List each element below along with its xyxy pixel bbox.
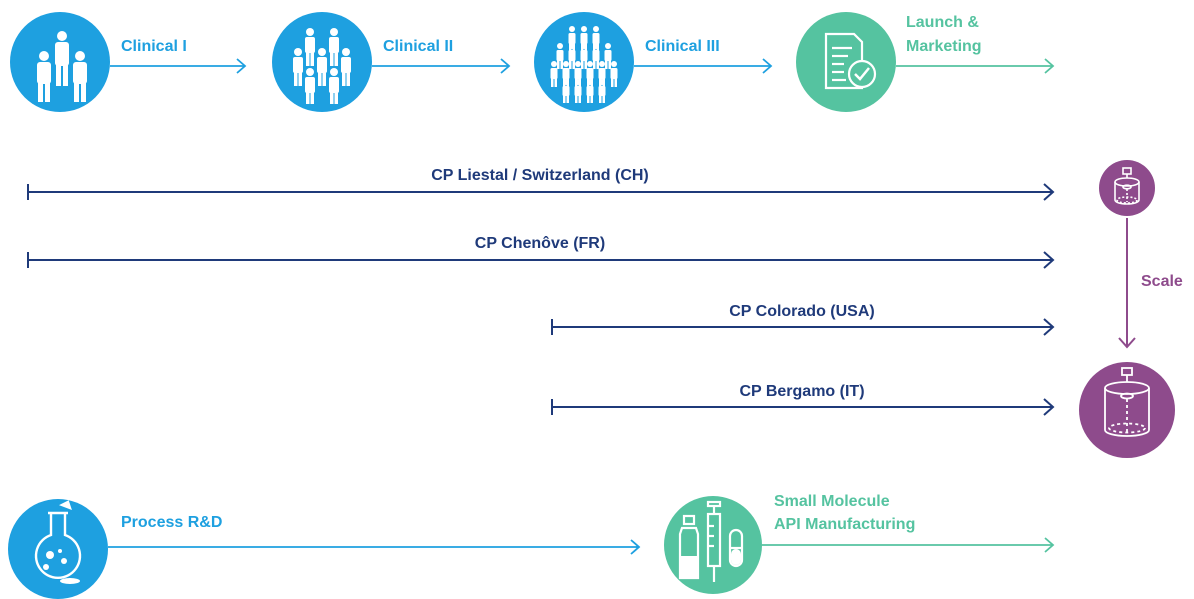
process-label: Process R&D [121,514,223,531]
scale-arrow [1118,218,1136,349]
clinical-3-circle [534,12,634,112]
people-medium-group-icon [293,28,351,104]
timeline-chenove [27,251,1055,269]
timeline-liestal [27,183,1055,201]
launch-label-line1: Launch & [906,14,979,31]
clinical-2-label: Clinical II [383,38,454,55]
reactor-large-icon [1104,367,1150,437]
clinical-1-circle [10,12,110,112]
launch-label-line2: Marketing [906,38,982,55]
clinical-3-label: Clinical III [645,38,720,55]
site-liestal-label: CP Liestal / Switzerland (CH) [431,167,649,184]
flask-icon [34,500,82,584]
reactor-large-circle [1079,362,1175,458]
reactor-small-icon [1114,167,1140,205]
site-chenove-label: CP Chenôve (FR) [474,235,606,252]
document-check-icon [824,32,877,90]
manufacturing-circle [664,496,762,594]
scale-label: Scale [1141,273,1183,290]
people-small-group-icon [37,31,87,102]
clinical-1-label: Clinical I [121,38,187,55]
vial-syringe-icon [678,500,744,582]
manufacturing-label-line1: Small Molecule [774,493,890,510]
manufacturing-label-line2: API Manufacturing [774,516,916,533]
clinical-2-circle [272,12,372,112]
people-large-group-icon [550,26,618,103]
launch-circle [796,12,896,112]
site-bergamo-label: CP Bergamo (IT) [739,383,865,400]
reactor-small-circle [1099,160,1155,216]
timeline-bergamo [551,398,1055,416]
timeline-colorado [551,318,1055,336]
site-colorado-label: CP Colorado (USA) [729,303,875,320]
process-circle [8,499,108,599]
